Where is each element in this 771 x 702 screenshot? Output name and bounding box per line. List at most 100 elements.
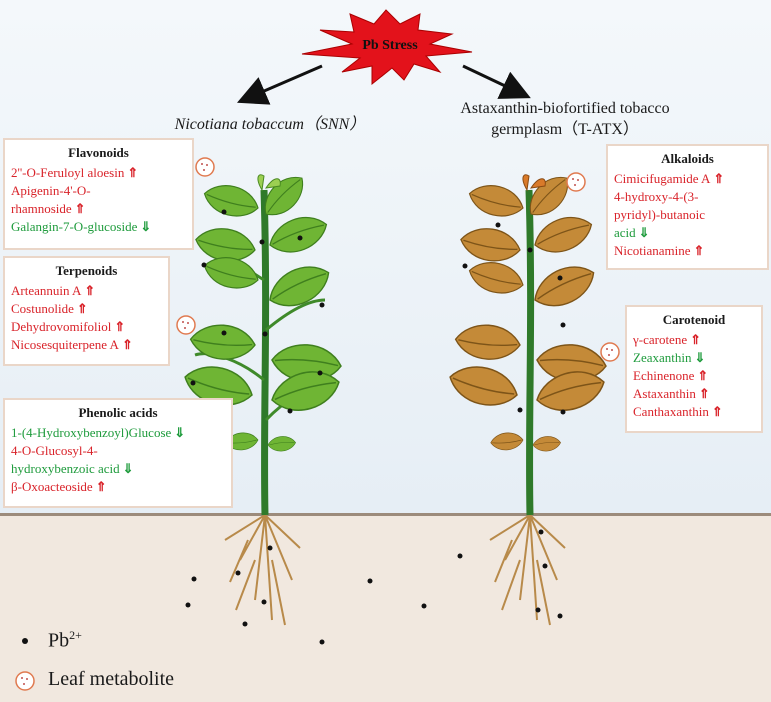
metabolite-name: Costunolide xyxy=(11,301,74,316)
legend-metabolite-icon xyxy=(15,671,35,691)
roots-left xyxy=(224,514,301,626)
metabolite-name: Nicosesquiterpene A xyxy=(11,337,119,352)
metabolite-name: pyridyl)-butanoic xyxy=(614,207,705,222)
carotenoid-box: Carotenoid γ-carotene⇑Zeaxanthin⇓Echinen… xyxy=(625,305,763,433)
metabolite-marker-4 xyxy=(600,342,620,362)
metabolite-item: Apigenin-4'-O- xyxy=(11,182,186,200)
up-arrow-icon: ⇑ xyxy=(693,243,705,258)
down-arrow-icon: ⇓ xyxy=(140,219,152,234)
metabolite-item: 2''-O-Feruloyl aloesin⇑ xyxy=(11,164,186,182)
legend-pb-label: Pb xyxy=(48,629,70,652)
metabolite-name: hydroxybenzoic acid xyxy=(11,461,120,476)
terpenoids-list: Arteannuin A⇑Costunolide⇑Dehydrovomifoli… xyxy=(11,282,162,354)
phenolic-acids-title: Phenolic acids xyxy=(78,405,158,420)
metabolite-name: Echinenone xyxy=(633,368,695,383)
down-arrow-icon: ⇓ xyxy=(174,425,186,440)
metabolite-name: Astaxanthin xyxy=(633,386,696,401)
metabolite-name: Apigenin-4'-O- xyxy=(11,183,91,198)
metabolite-name: Arteannuin A xyxy=(11,283,82,298)
metabolite-item: γ-carotene⇑ xyxy=(633,331,755,349)
up-arrow-icon: ⇑ xyxy=(95,479,107,494)
metabolite-item: Nicotianamine⇑ xyxy=(614,242,761,260)
right-plant-title: Astaxanthin-biofortified tobacco germpla… xyxy=(420,98,710,140)
legend-pb-dot xyxy=(22,638,28,644)
metabolite-item: Canthaxanthin⇑ xyxy=(633,403,755,421)
metabolite-name: Nicotianamine xyxy=(614,243,691,258)
up-arrow-icon: ⇑ xyxy=(697,368,709,383)
down-arrow-icon: ⇓ xyxy=(694,350,706,365)
up-arrow-icon: ⇑ xyxy=(711,404,723,419)
metabolite-name: 4-O-Glucosyl-4- xyxy=(11,443,98,458)
down-arrow-icon: ⇓ xyxy=(122,461,134,476)
up-arrow-icon: ⇑ xyxy=(121,337,133,352)
metabolite-item: acid⇓ xyxy=(614,224,761,242)
up-arrow-icon: ⇑ xyxy=(127,165,139,180)
up-arrow-icon: ⇑ xyxy=(690,332,702,347)
plant-snn xyxy=(179,168,345,626)
metabolite-name: 2''-O-Feruloyl aloesin xyxy=(11,165,125,180)
metabolite-item: Arteannuin A⇑ xyxy=(11,282,162,300)
metabolite-item: Galangin-7-O-glucoside⇓ xyxy=(11,218,186,236)
soil-pb-particles xyxy=(185,529,563,645)
metabolite-item: Astaxanthin⇑ xyxy=(633,385,755,403)
metabolite-name: β-Oxoacteoside xyxy=(11,479,93,494)
metabolite-name: 4-hydroxy-4-(3- xyxy=(614,189,699,204)
flavonoids-box: Flavonoids 2''-O-Feruloyl aloesin⇑Apigen… xyxy=(3,138,194,250)
metabolite-name: acid xyxy=(614,225,636,240)
metabolite-name: Galangin-7-O-glucoside xyxy=(11,219,138,234)
metabolite-item: 4-hydroxy-4-(3- xyxy=(614,188,761,206)
up-arrow-icon: ⇑ xyxy=(114,319,126,334)
pb-stress-star xyxy=(301,9,473,86)
metabolite-marker-1 xyxy=(195,157,215,177)
metabolite-item: rhamnoside⇑ xyxy=(11,200,186,218)
roots-right xyxy=(489,514,566,626)
up-arrow-icon: ⇑ xyxy=(713,171,725,186)
metabolite-name: rhamnoside xyxy=(11,201,72,216)
flavonoids-list: 2''-O-Feruloyl aloesin⇑Apigenin-4'-O-rha… xyxy=(11,164,186,236)
metabolite-item: Dehydrovomifoliol⇑ xyxy=(11,318,162,336)
alkaloids-list: Cimicifugamide A⇑4-hydroxy-4-(3-pyridyl)… xyxy=(614,170,761,260)
arrow-right xyxy=(462,64,531,99)
up-arrow-icon: ⇑ xyxy=(76,301,88,316)
right-title-line1: Astaxanthin-biofortified tobacco xyxy=(460,100,670,117)
legend-pb-sup: 2+ xyxy=(69,628,82,642)
metabolite-item: β-Oxoacteoside⇑ xyxy=(11,478,225,496)
terpenoids-title: Terpenoids xyxy=(55,263,118,278)
metabolite-name: Cimicifugamide A xyxy=(614,171,711,186)
metabolite-item: Cimicifugamide A⇑ xyxy=(614,170,761,188)
metabolite-item: Zeaxanthin⇓ xyxy=(633,349,755,367)
metabolite-item: Costunolide⇑ xyxy=(11,300,162,318)
phenolic-acids-box: Phenolic acids 1-(4-Hydroxybenzoyl)Gluco… xyxy=(3,398,233,508)
phenolic-acids-list: 1-(4-Hydroxybenzoyl)Glucose⇓4-O-Glucosyl… xyxy=(11,424,225,496)
pb-stress-label: Pb Stress xyxy=(362,38,418,53)
metabolite-item: pyridyl)-butanoic xyxy=(614,206,761,224)
arrow-left xyxy=(236,64,323,105)
legend-metabolite: Leaf metabolite xyxy=(48,668,175,690)
up-arrow-icon: ⇑ xyxy=(74,201,86,216)
metabolite-name: Canthaxanthin xyxy=(633,404,709,419)
metabolite-item: 4-O-Glucosyl-4- xyxy=(11,442,225,460)
up-arrow-icon: ⇑ xyxy=(698,386,710,401)
stem-right xyxy=(525,189,535,516)
carotenoid-title: Carotenoid xyxy=(662,312,726,327)
plant-tatx xyxy=(444,168,610,626)
up-arrow-icon: ⇑ xyxy=(84,283,96,298)
metabolite-item: Echinenone⇑ xyxy=(633,367,755,385)
metabolite-name: γ-carotene xyxy=(633,332,688,347)
alkaloids-box: Alkaloids Cimicifugamide A⇑4-hydroxy-4-(… xyxy=(606,144,769,270)
alkaloids-title: Alkaloids xyxy=(661,151,714,166)
metabolite-name: Dehydrovomifoliol xyxy=(11,319,112,334)
legend-pb: Pb2+ xyxy=(48,628,82,653)
metabolite-item: Nicosesquiterpene A⇑ xyxy=(11,336,162,354)
metabolite-item: hydroxybenzoic acid⇓ xyxy=(11,460,225,478)
stem-left xyxy=(260,189,270,516)
metabolite-item: 1-(4-Hydroxybenzoyl)Glucose⇓ xyxy=(11,424,225,442)
down-arrow-icon: ⇓ xyxy=(638,225,650,240)
metabolite-marker-3 xyxy=(566,172,586,192)
metabolite-marker-2 xyxy=(176,315,196,335)
soil-background xyxy=(0,513,771,702)
metabolite-name: 1-(4-Hydroxybenzoyl)Glucose xyxy=(11,425,172,440)
terpenoids-box: Terpenoids Arteannuin A⇑Costunolide⇑Dehy… xyxy=(3,256,170,366)
flavonoids-title: Flavonoids xyxy=(68,145,129,160)
